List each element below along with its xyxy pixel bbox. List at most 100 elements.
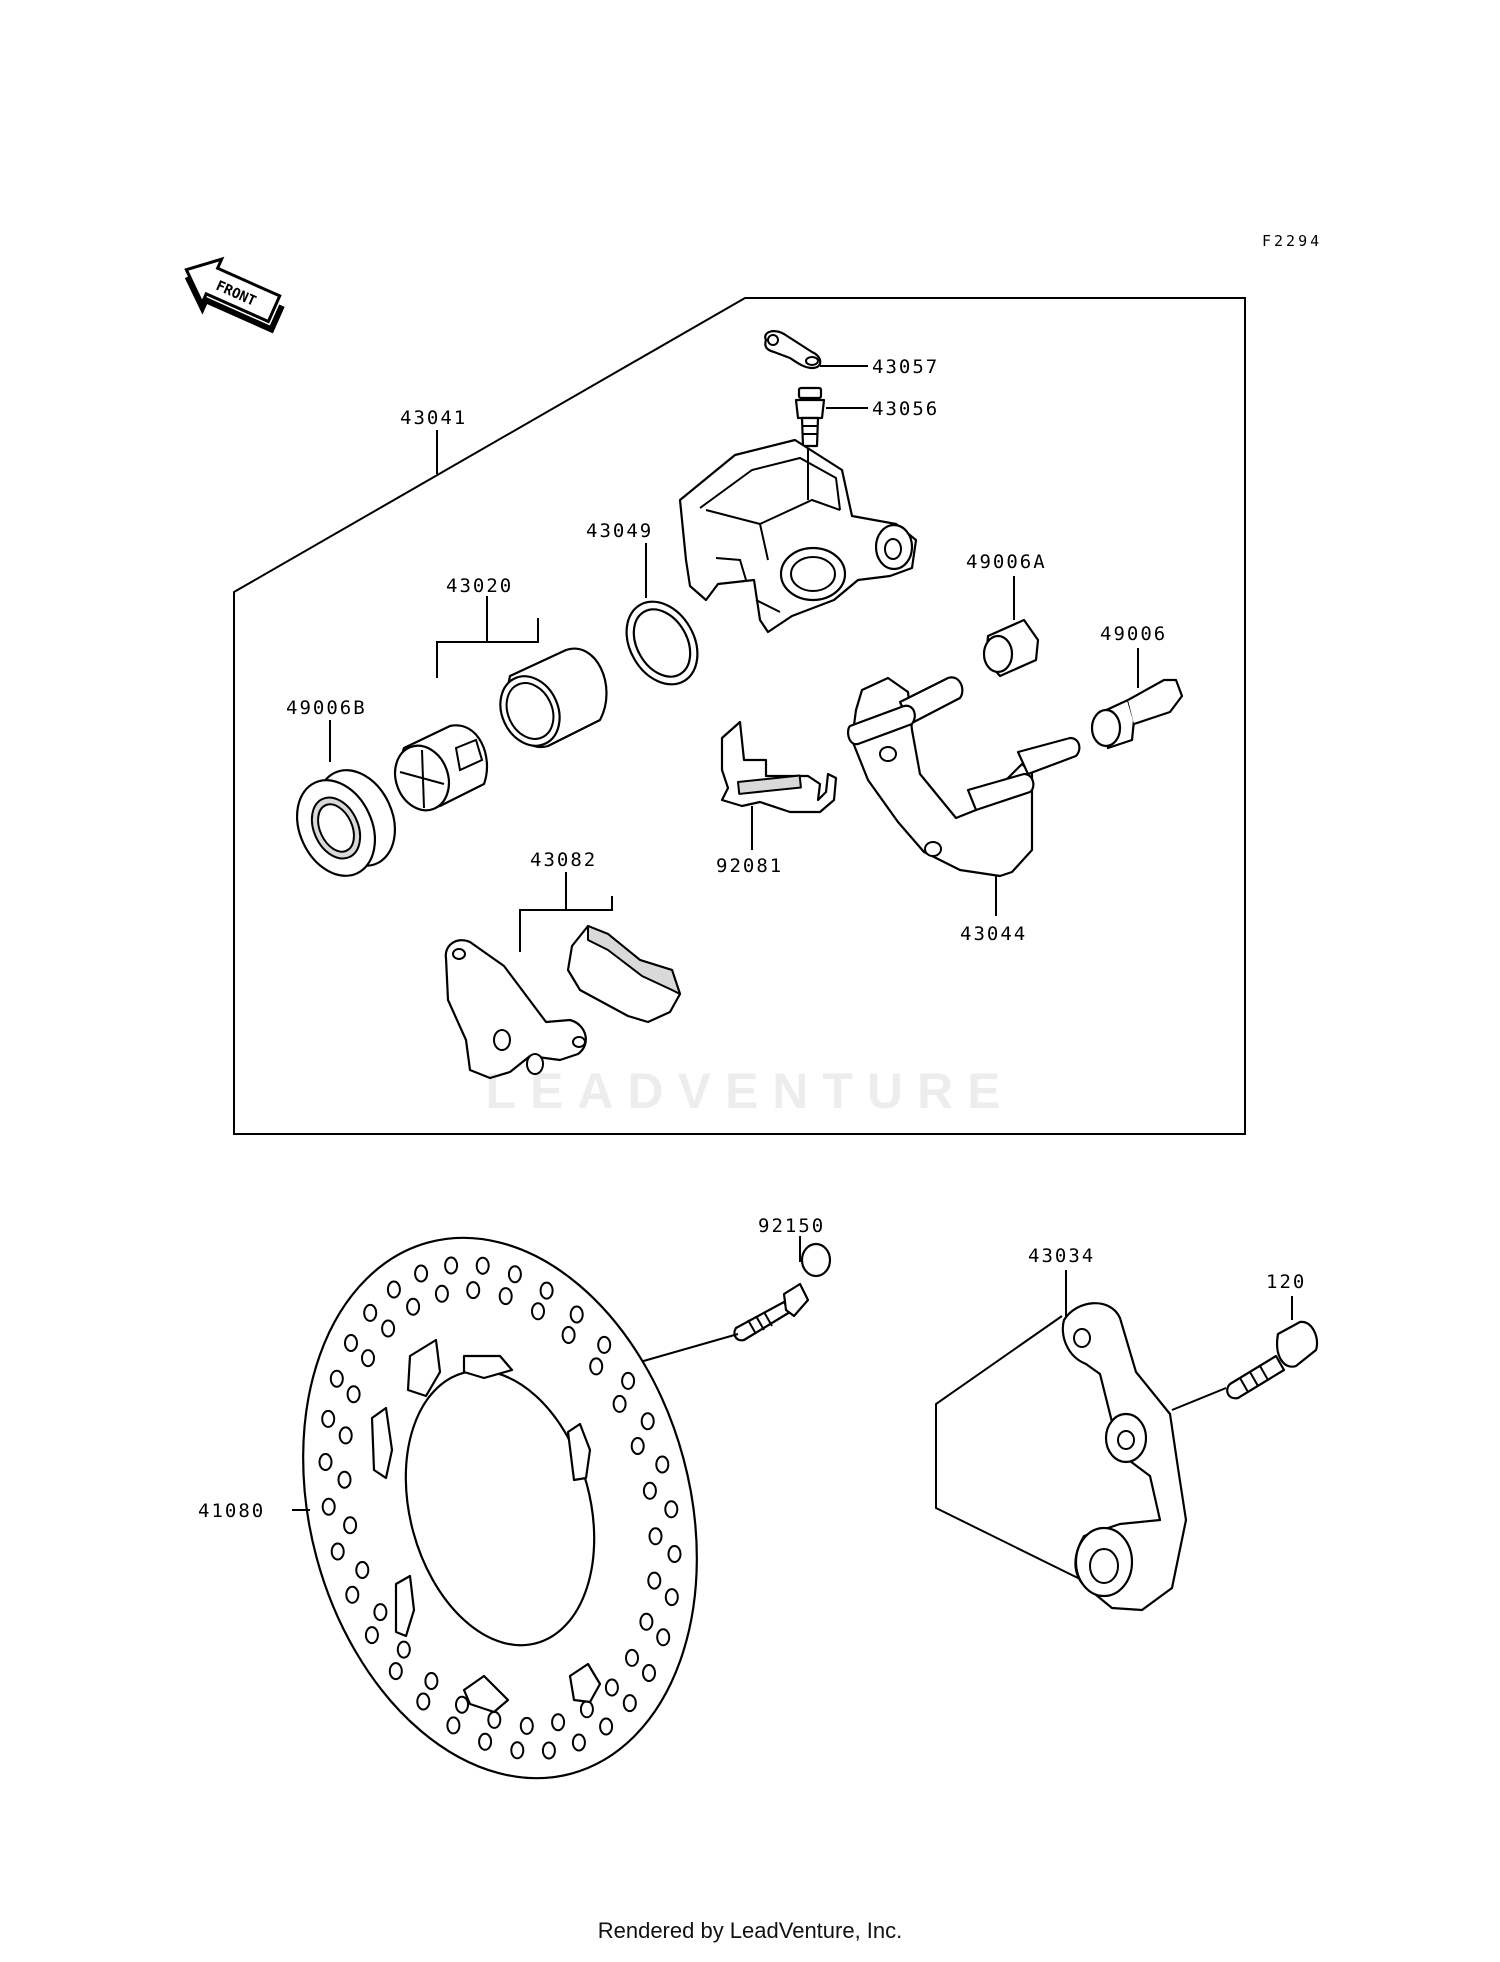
part-label-43049[interactable]: 43049 [586,520,653,542]
pin-boot-part [982,576,1040,678]
disc-vent-hole [329,1369,344,1388]
disc-vent-hole [655,1455,670,1474]
brake-pad-part [566,924,682,1024]
dust-seal-part [296,720,396,877]
disc-vent-hole [519,1716,534,1735]
caliper-holder-part [847,676,1081,916]
disc-vent-hole [597,1335,612,1354]
caliper-body-part [678,438,918,634]
disc-vent-hole [599,1717,614,1736]
disc-vent-hole [612,1394,627,1413]
disc-vent-hole [373,1603,388,1622]
disc-bolt-part [639,1236,832,1363]
piston-seal-part [625,543,699,686]
disc-vent-hole [507,1265,522,1284]
bleeder-cap-part [764,330,868,370]
disc-vent-hole [664,1588,679,1607]
piston-insulator-part [393,724,489,812]
part-label-43034[interactable]: 43034 [1028,1245,1095,1267]
part-label-49006A[interactable]: 49006A [966,551,1047,573]
disc-vent-hole [487,1710,502,1729]
disc-vent-hole [621,1371,636,1390]
part-label-41080[interactable]: 41080 [198,1500,265,1522]
disc-vent-hole [579,1700,594,1719]
disc-vent-hole [648,1527,663,1546]
disc-vent-hole [337,1470,352,1489]
disc-vent-hole [396,1640,411,1659]
disc-vent-hole [416,1692,431,1711]
disc-vent-hole [604,1678,619,1697]
disc-vent-hole [446,1716,461,1735]
caliper-assembly-box [233,297,1246,1135]
disc-vent-hole [388,1662,403,1681]
disc-vent-hole [343,1516,358,1535]
part-label-43057[interactable]: 43057 [872,356,939,378]
disc-vent-hole [466,1281,481,1300]
disc-vent-hole [386,1280,401,1299]
disc-vent-hole [569,1305,584,1324]
pad-spring-part [720,720,838,850]
disc-vent-hole [589,1357,604,1376]
disc-vent-hole [475,1256,490,1275]
disc-vent-hole [647,1571,662,1590]
disc-vent-hole [531,1302,545,1321]
part-label-92081[interactable]: 92081 [716,855,783,877]
disc-vent-hole [541,1741,556,1760]
disc-vent-hole [510,1741,525,1760]
disc-vent-hole [642,1664,656,1682]
disc-vent-hole [656,1628,671,1647]
disc-vent-hole [338,1426,353,1445]
disc-vent-hole [363,1303,378,1322]
part-label-43044[interactable]: 43044 [960,923,1027,945]
disc-vent-hole [406,1297,421,1316]
part-label-43082[interactable]: 43082 [530,849,597,871]
brake-pad-bracket [519,872,613,952]
disc-vent-hole [571,1733,586,1752]
part-label-43056[interactable]: 43056 [872,398,939,420]
part-label-92150[interactable]: 92150 [758,1215,825,1237]
part-label-49006[interactable]: 49006 [1100,623,1167,645]
disc-vent-hole [561,1326,576,1344]
disc-vent-hole [498,1287,513,1306]
disc-vent-hole [455,1695,469,1714]
disc-vent-hole [364,1626,379,1645]
torque-bracket-part [935,1270,1188,1612]
disc-vent-hole [355,1561,370,1579]
piston-part [499,647,608,749]
piston-kit-bracket [436,596,539,678]
disc-vent-hole [551,1713,566,1732]
disc-vent-hole [434,1284,449,1303]
part-label-49006B[interactable]: 49006B [286,697,367,719]
part-label-43020[interactable]: 43020 [446,575,513,597]
part-label-43041[interactable]: 43041 [400,407,467,429]
disc-vent-hole [478,1732,493,1751]
pad-shim-part [444,939,587,1080]
disc-vent-hole [344,1334,358,1352]
bracket-bolt-part [1171,1296,1319,1411]
diagram-code: F2294 [1262,232,1322,250]
disc-vent-hole [381,1319,396,1338]
brake-disc-part [292,1236,698,1780]
disc-vent-hole [345,1585,360,1604]
bleeder-valve-part [794,386,868,448]
disc-vent-hole [444,1256,459,1275]
pin-boot-rod-part [1090,648,1184,750]
disc-vent-hole [622,1694,637,1713]
disc-vent-hole [414,1264,429,1283]
disc-vent-hole [664,1500,679,1519]
disc-vent-hole [321,1409,336,1428]
disc-vent-hole [625,1648,639,1667]
disc-vent-hole [630,1437,645,1455]
disc-vent-hole [318,1453,333,1471]
disc-vent-hole [424,1672,439,1690]
front-arrow-icon: FRONT [184,256,285,334]
part-label-120[interactable]: 120 [1266,1271,1306,1293]
watermark: LEADVENTURE [485,1063,1015,1119]
disc-vent-hole [642,1481,657,1500]
disc-vent-hole [321,1497,336,1516]
disc-vent-hole [539,1281,554,1300]
disc-vent-hole [640,1412,655,1431]
disc-vent-hole [639,1612,654,1631]
disc-vent-hole [330,1542,345,1561]
disc-vent-hole [346,1385,361,1404]
